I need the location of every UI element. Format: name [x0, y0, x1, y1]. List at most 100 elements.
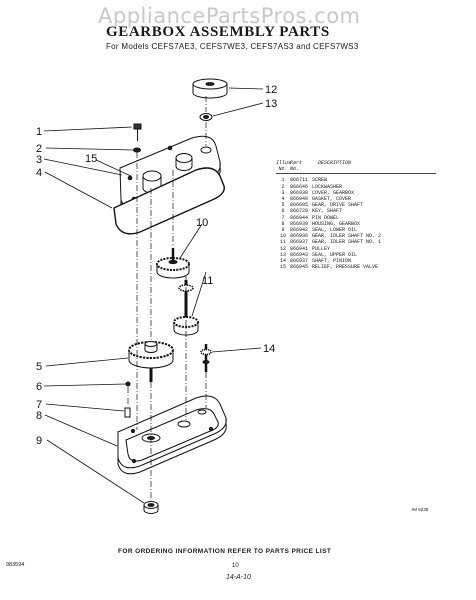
- shaft-key-part: [125, 381, 131, 387]
- callout-5: 5: [36, 361, 42, 373]
- lockwasher-part: [133, 147, 141, 153]
- legend-illus-no: 5: [281, 202, 285, 209]
- idler-gear-2-part: [156, 248, 190, 279]
- legend-illus-no: 8: [281, 220, 285, 227]
- assembly-axes: [127, 96, 207, 498]
- legend-part-no: 866943: [290, 251, 309, 258]
- legend-part-no: 866939: [290, 220, 309, 227]
- watermark: AppliancePartsPros.com: [98, 4, 361, 28]
- legend-part-no: 866936: [290, 233, 309, 240]
- callout-8: 8: [36, 410, 42, 422]
- legend-illus-no: 12: [279, 245, 286, 252]
- legend-illus-no: 7: [281, 214, 285, 221]
- handwritten-note: 14-A-10: [226, 574, 251, 581]
- pinion-shaft-part: [200, 344, 212, 372]
- gearbox-housing-part: [117, 395, 227, 475]
- legend-illus-no: 14: [279, 258, 286, 265]
- lower-oil-seal-part: [143, 501, 159, 514]
- callout-2: 2: [36, 143, 42, 155]
- document-number: 983594: [6, 562, 25, 568]
- legend-description: SCREW: [312, 177, 328, 184]
- legend-illus-no: 6: [281, 208, 285, 215]
- legend-description: RELIEF, PRESSURE VALVE: [312, 264, 379, 271]
- callout-7: 7: [36, 399, 42, 411]
- legend-description: SEAL, UPPER OIL: [312, 251, 358, 258]
- callout-12: 12: [265, 84, 277, 96]
- models-line: For Models CEFS7AE3, CEFS7WE3, CEFS7AS3 …: [106, 42, 359, 51]
- dowel-pin-part: [124, 407, 131, 418]
- legend-part-no: 866944: [290, 214, 309, 221]
- legend-description: GEAR, IDLER SHAFT NO. 1: [312, 239, 382, 246]
- legend-illus-no: 11: [279, 239, 286, 246]
- legend-illus-no: 13: [279, 251, 286, 258]
- legend-part-no: 866940: [290, 196, 309, 203]
- legend-part-no: 866942: [290, 227, 309, 234]
- screw-part: [133, 123, 142, 141]
- legend-part-no: 866937: [290, 239, 309, 246]
- legend-illus-no: 1: [281, 177, 285, 184]
- callout-9: 9: [36, 435, 42, 447]
- callout-11: 11: [202, 275, 213, 287]
- legend-part-no: 866605: [290, 202, 309, 209]
- legend-part-no: 866646: [290, 183, 309, 190]
- legend-description: SHAFT, PINION: [312, 258, 352, 265]
- legend-illus-no: 2: [281, 183, 285, 190]
- legend-header-part: Part No.: [290, 160, 303, 173]
- callout-3: 3: [36, 154, 42, 166]
- callout-14: 14: [263, 343, 275, 355]
- legend-description: PULLEY: [312, 245, 331, 252]
- legend-description: LOCKWASHER: [312, 183, 343, 190]
- callout-4: 4: [36, 167, 42, 179]
- legend-description: GASKET, COVER: [312, 196, 352, 203]
- legend-part-no: 866711: [290, 177, 309, 184]
- legend-part-no: 866945: [290, 264, 309, 271]
- drawing-id: IM 8238: [412, 507, 429, 512]
- legend-illus-no: 15: [279, 264, 286, 271]
- legend-part-no: 866938: [290, 189, 309, 196]
- legend-illus-no: 9: [281, 227, 285, 234]
- legend-description: GEAR, DRIVE SHAFT: [312, 202, 364, 209]
- legend-description: SEAL, LOWER OIL: [312, 227, 358, 234]
- callout-13: 13: [265, 98, 277, 110]
- legend-description: KEY, SHAFT: [312, 208, 343, 215]
- legend-description: GEAR, IDLER SHAFT NO. 2: [312, 233, 382, 240]
- legend-illus-no: 4: [281, 196, 285, 203]
- callout-6: 6: [36, 381, 42, 393]
- callout-1: 1: [36, 126, 42, 138]
- leader-lines: [43, 87, 264, 504]
- legend-description: PIN DOWEL: [312, 214, 340, 221]
- legend-description: HOUSING, GEARBOX: [312, 220, 361, 227]
- callout-10: 10: [196, 217, 208, 229]
- legend-divider: [276, 173, 436, 175]
- callout-15: 15: [85, 153, 97, 165]
- cover-gasket-part: [113, 167, 225, 235]
- legend-part-no: 866937: [290, 258, 309, 265]
- legend-description: COVER, GEARBOX: [312, 189, 355, 196]
- legend-illus-no: 10: [279, 233, 286, 240]
- legend-header-illus: Illus. No.: [276, 160, 295, 173]
- page-number: 10: [232, 563, 239, 569]
- legend-part-no: 866729: [290, 208, 309, 215]
- legend-part-no: 866941: [290, 245, 309, 252]
- upper-oil-seal-part: [199, 113, 213, 121]
- ordering-footer: FOR ORDERING INFORMATION REFER TO PARTS …: [118, 548, 332, 555]
- page-title: GEARBOX ASSEMBLY PARTS: [106, 24, 330, 40]
- pulley-part: [192, 78, 228, 99]
- legend-header: Illus. No. Part No. DESCRIPTION: [276, 160, 466, 172]
